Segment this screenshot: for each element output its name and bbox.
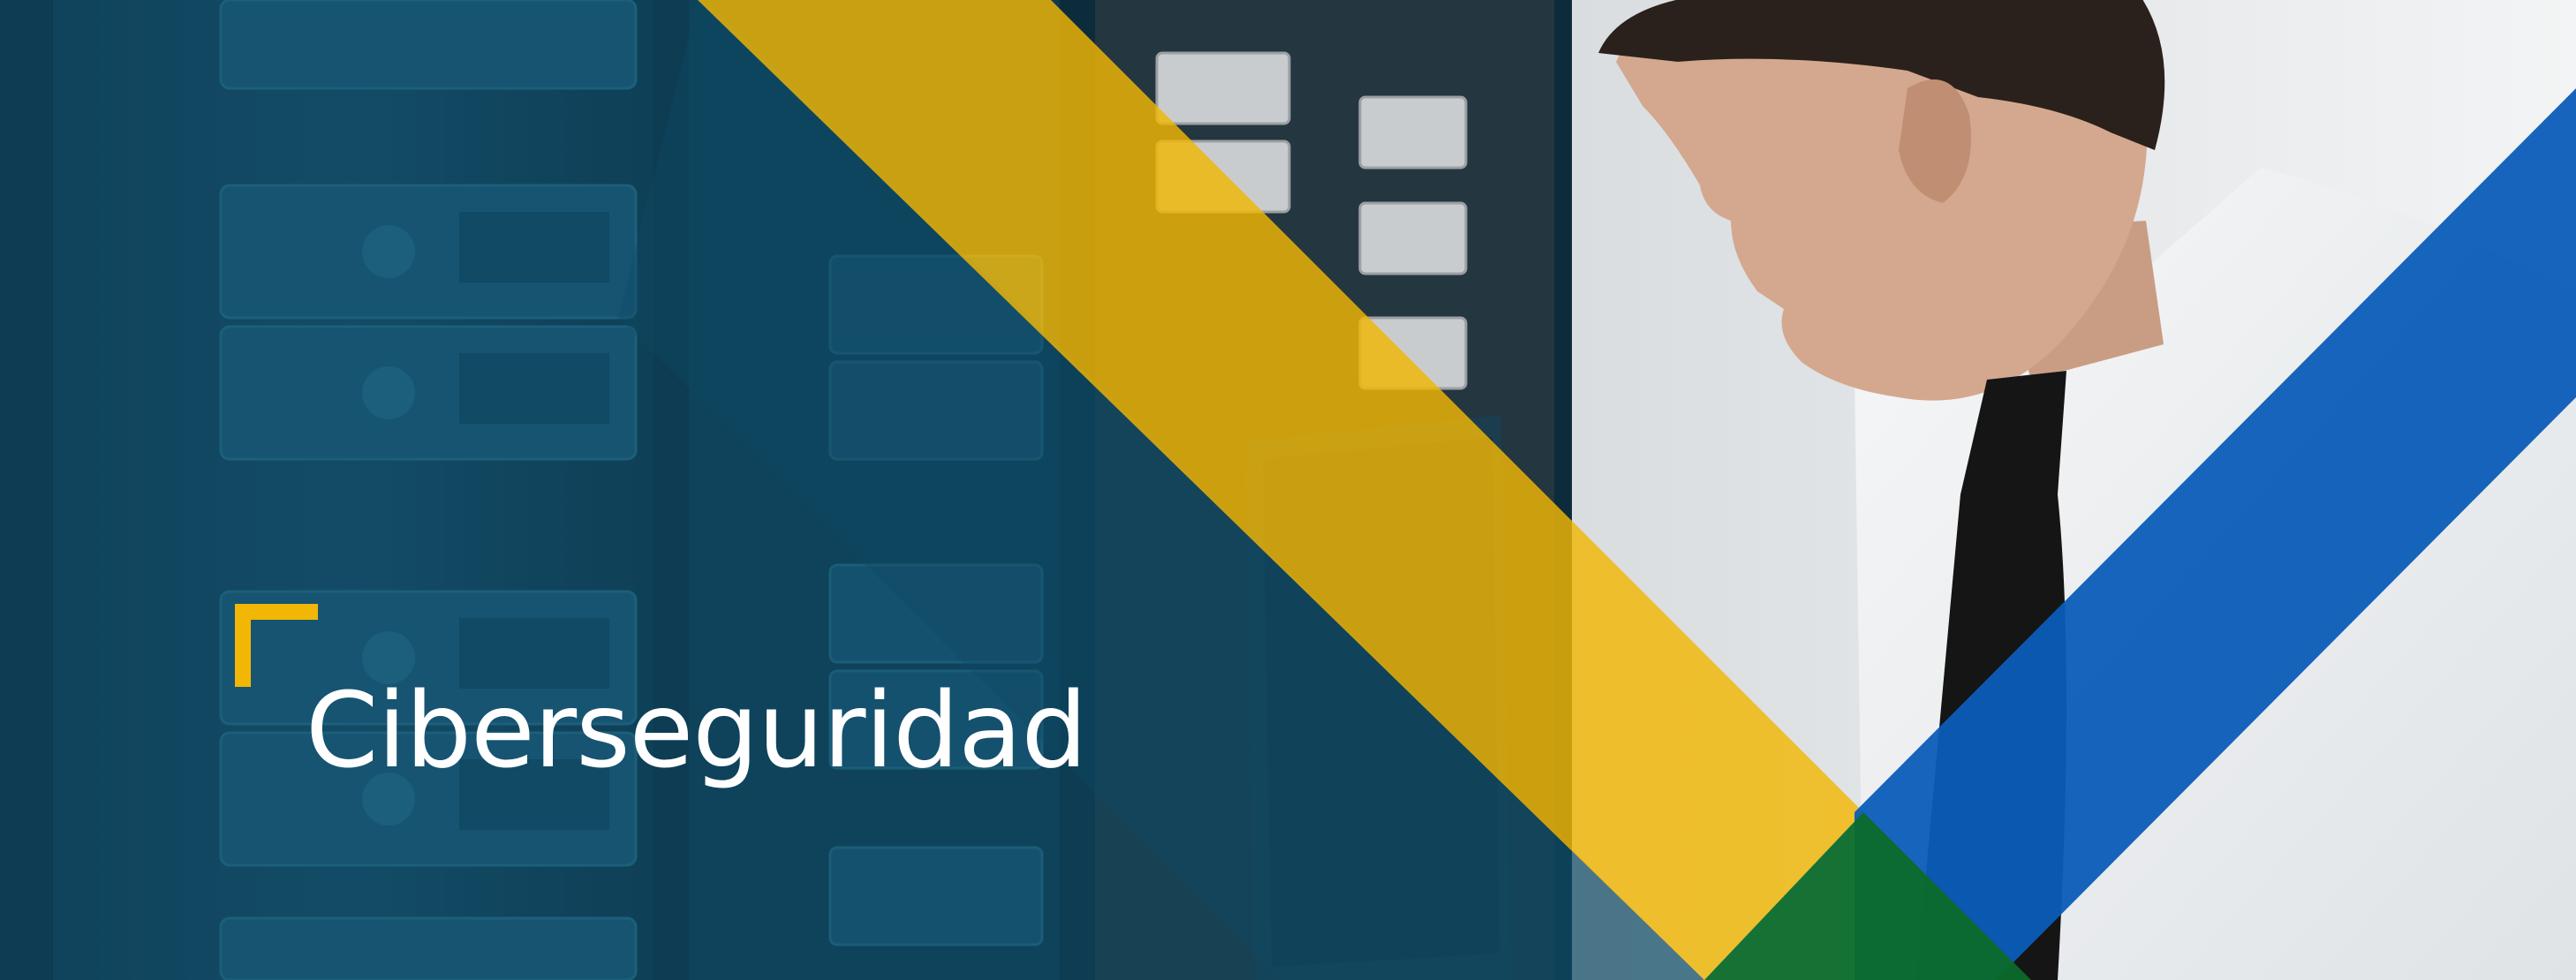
hero-title: Ciberseguridad (306, 669, 1087, 791)
yellow-diagonal-band (698, 0, 1863, 980)
corner-bracket-icon (235, 604, 318, 687)
teal-overlay (0, 0, 1704, 980)
green-overlap-triangle (1704, 812, 2031, 980)
teal-lower-band (618, 0, 1704, 980)
blue-diagonal-stripe (1855, 88, 2576, 980)
